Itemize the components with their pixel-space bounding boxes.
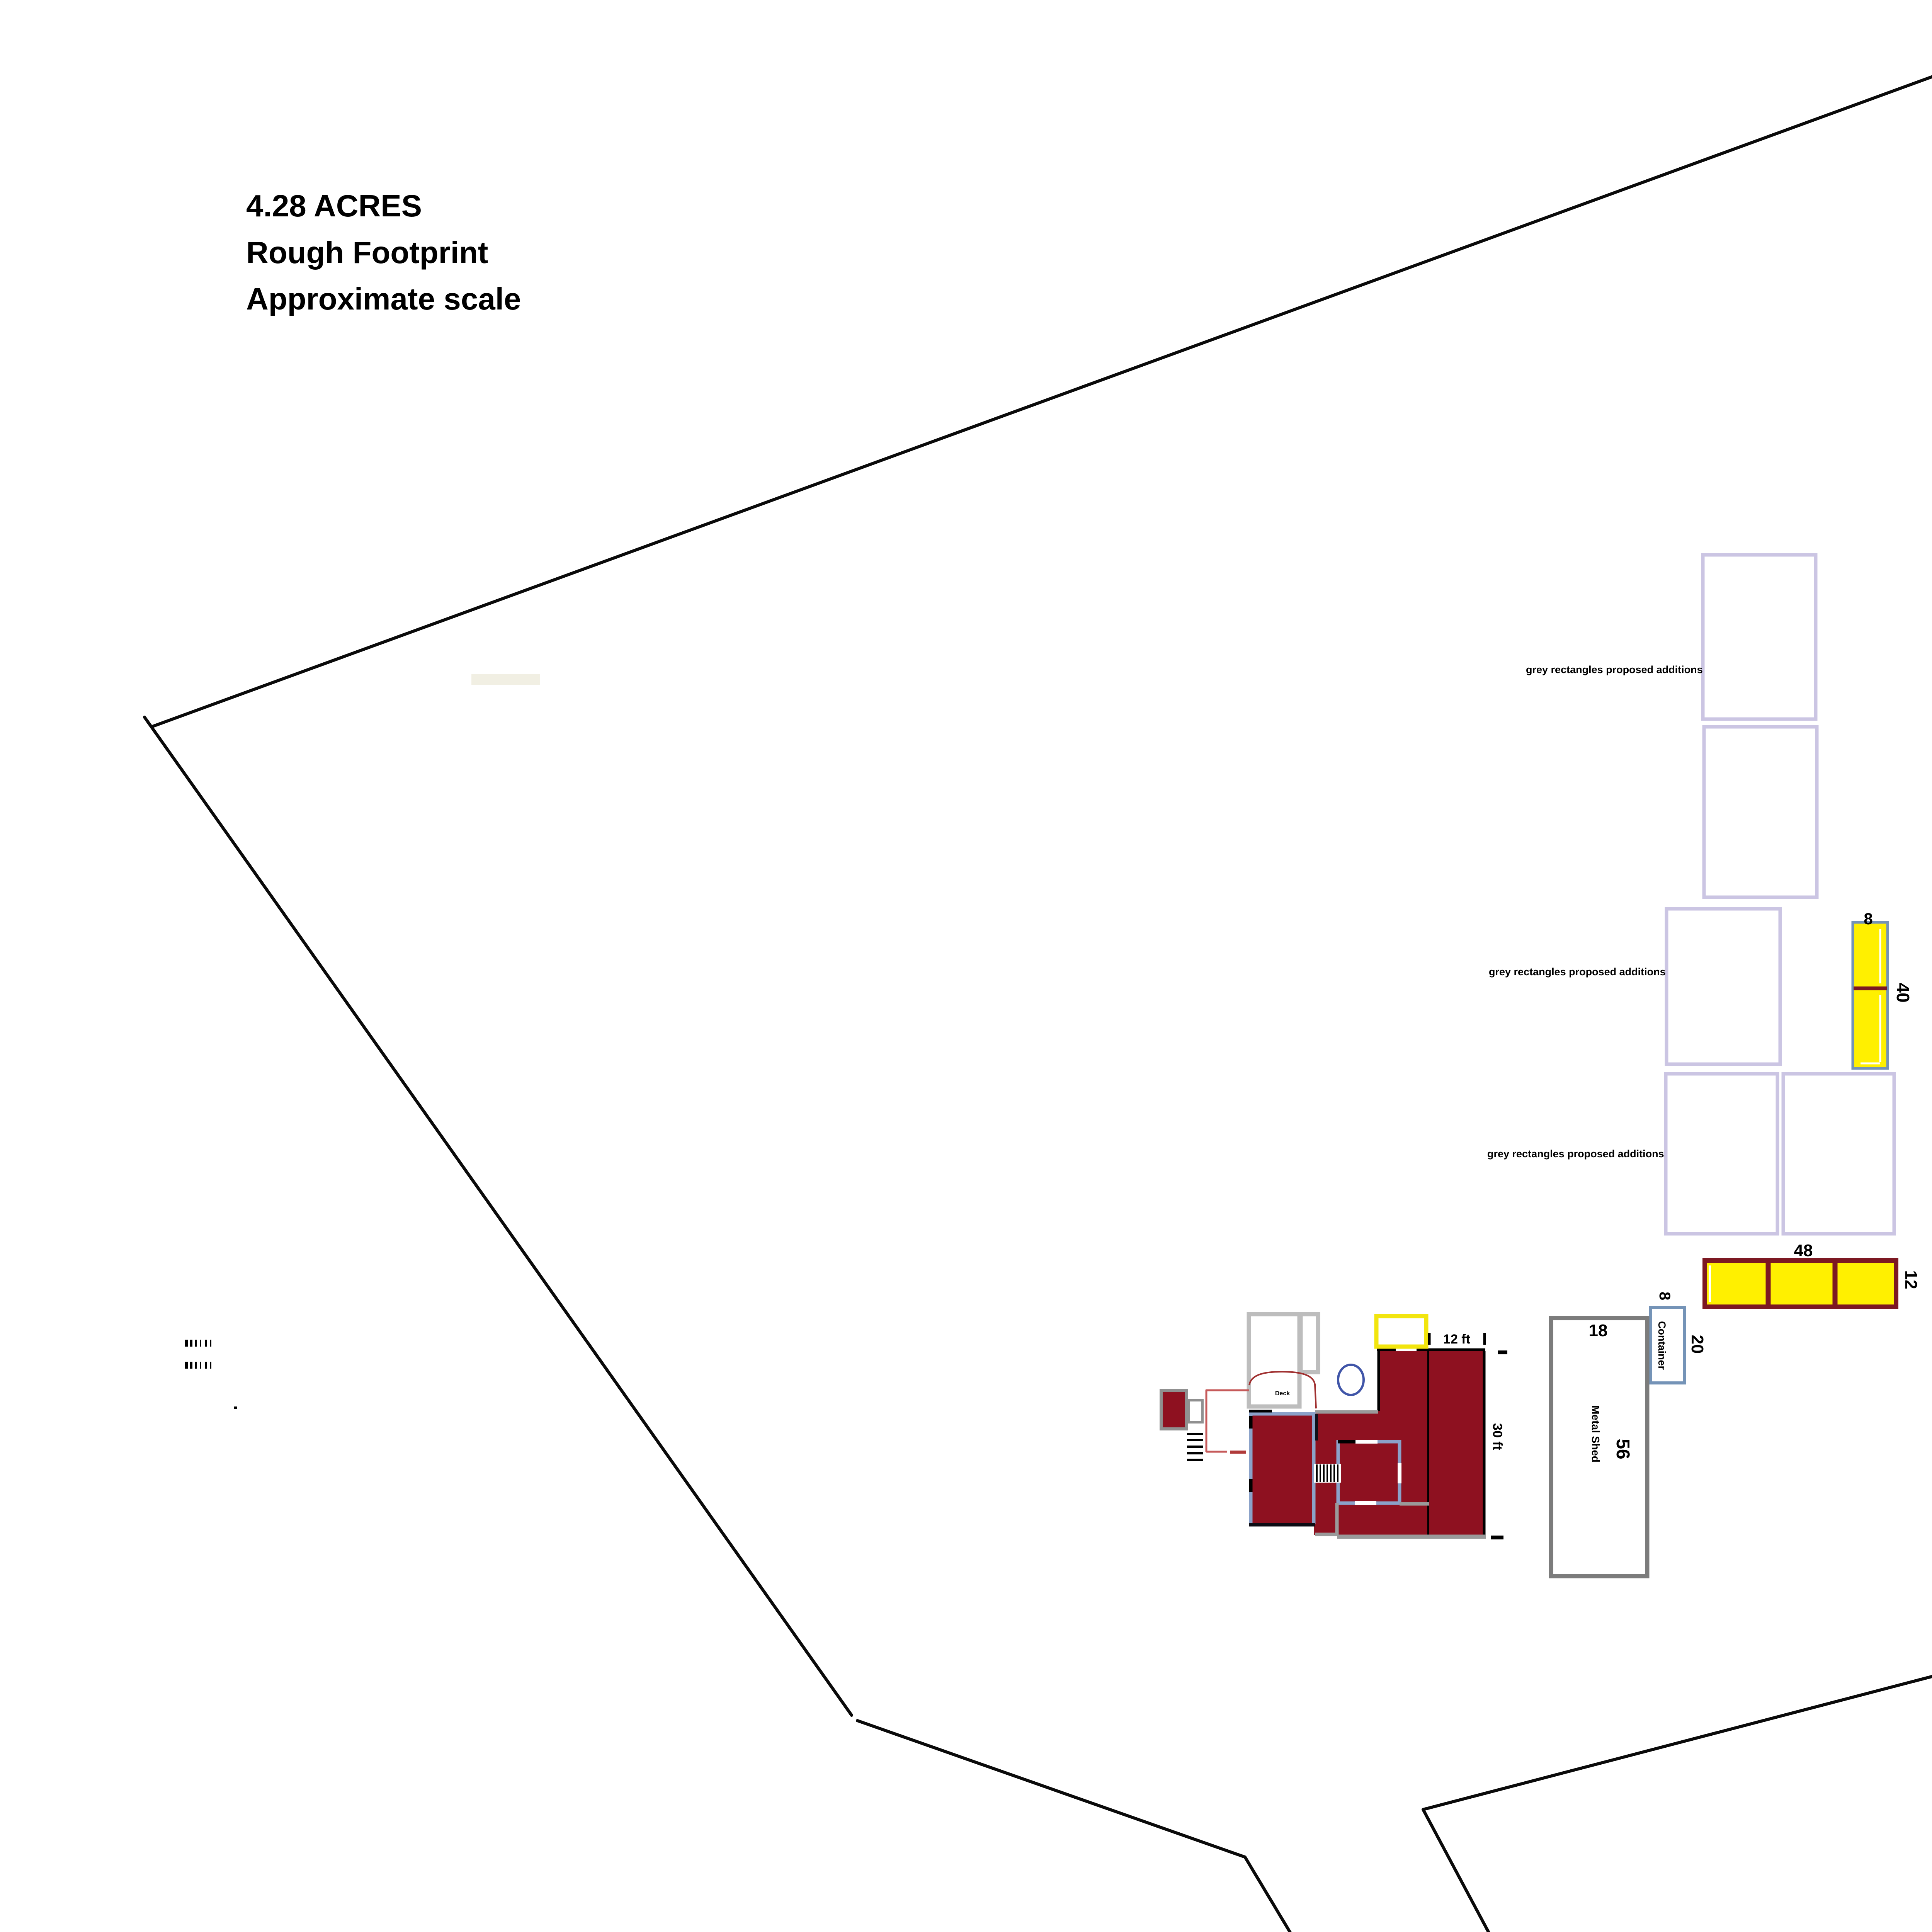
svg-text:56: 56 (1612, 1439, 1633, 1459)
svg-text:Metal Shed: Metal Shed (1590, 1405, 1602, 1463)
svg-text:8: 8 (1864, 910, 1872, 928)
svg-text:20: 20 (1688, 1335, 1707, 1354)
svg-text:grey rectangles proposed addit: grey rectangles proposed additions (1487, 1148, 1664, 1160)
svg-text:12: 12 (1901, 1270, 1920, 1289)
svg-text:40: 40 (1893, 983, 1913, 1002)
svg-text:grey rectangles proposed addit: grey rectangles proposed additions (1526, 664, 1703, 675)
svg-text:4.28 ACRES: 4.28 ACRES (246, 189, 422, 223)
svg-text:grey rectangles proposed addit: grey rectangles proposed additions (1489, 966, 1666, 978)
svg-text:18: 18 (1589, 1321, 1608, 1340)
svg-text:Rough Footprint: Rough Footprint (246, 235, 488, 270)
svg-text:30 ft: 30 ft (1490, 1423, 1505, 1450)
svg-text:8: 8 (1656, 1292, 1673, 1300)
svg-text:Container: Container (1656, 1321, 1668, 1370)
svg-text:12 ft: 12 ft (1443, 1332, 1470, 1347)
svg-text:Deck: Deck (1275, 1390, 1290, 1397)
svg-text:48: 48 (1794, 1241, 1813, 1260)
svg-text:Approximate scale: Approximate scale (246, 282, 521, 316)
